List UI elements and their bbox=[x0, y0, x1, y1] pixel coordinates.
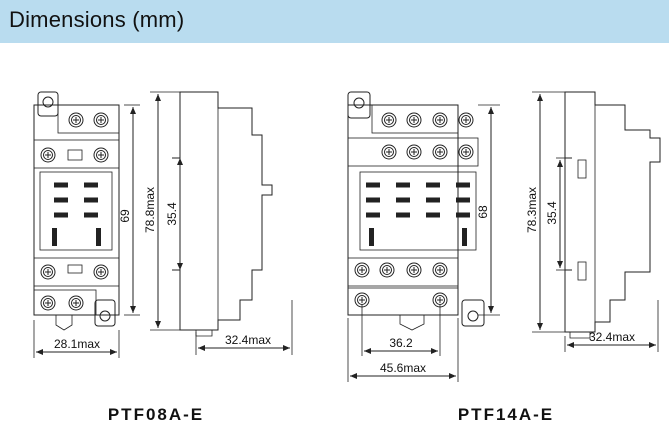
ptf14-front-inner-width-label: 36.2 bbox=[389, 336, 413, 350]
ptf14-front-view bbox=[347, 91, 500, 382]
ptf08-front-view bbox=[33, 91, 140, 358]
ptf14-front-width-label: 45.6max bbox=[380, 361, 426, 375]
ptf08-front-width-label: 28.1max bbox=[54, 337, 100, 351]
ptf08-front-height-label: 69 bbox=[118, 209, 132, 223]
ptf14-rail-height-label: 35.4 bbox=[545, 201, 559, 225]
header-band: Dimensions (mm) bbox=[0, 0, 669, 43]
ptf14-side-view bbox=[532, 91, 661, 352]
ptf08-side-view bbox=[150, 91, 293, 355]
ptf08-rail-height-label: 35.4 bbox=[165, 202, 179, 226]
ptf14-front-height-label: 68 bbox=[476, 205, 490, 219]
ptf14-side-height-label: 78.3max bbox=[525, 187, 539, 233]
page-title: Dimensions (mm) bbox=[9, 7, 185, 32]
ptf14-side-depth-label: 32.4max bbox=[589, 330, 635, 344]
ptf08-model-caption: PTF08A-E bbox=[108, 405, 204, 424]
ptf08-side-height-label: 78.8max bbox=[143, 187, 157, 233]
ptf08-side-depth-label: 32.4max bbox=[225, 333, 271, 347]
ptf14-model-caption: PTF14A-E bbox=[458, 405, 554, 424]
